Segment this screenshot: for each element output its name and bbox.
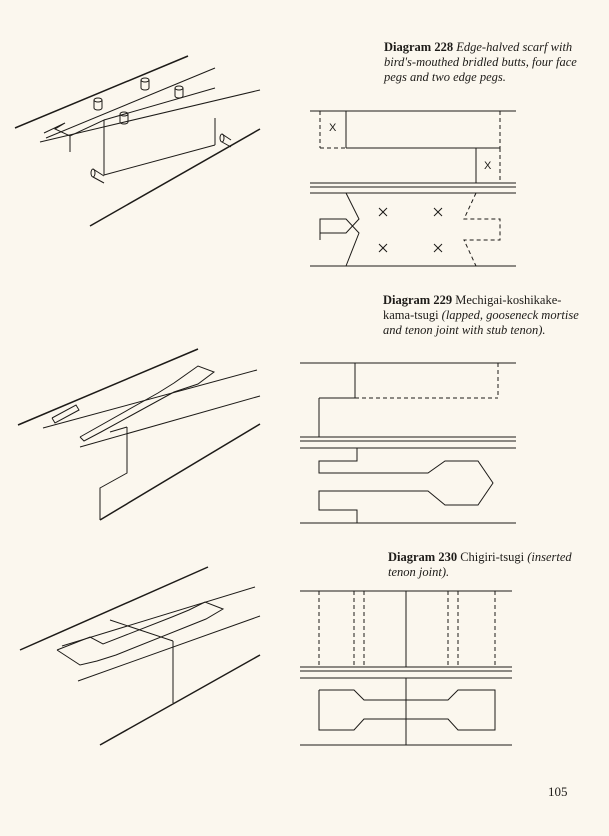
edge-peg xyxy=(219,133,232,148)
diagram-description: Edge-halved scarf with bird's-mouthed br… xyxy=(384,40,577,84)
edge-peg xyxy=(90,168,105,184)
peg-mark: X xyxy=(484,160,492,172)
diagram-number: Diagram 230 xyxy=(388,550,458,564)
peg-marks xyxy=(378,207,443,253)
diagram-228-isometric xyxy=(14,55,261,227)
diagram-230-isometric xyxy=(19,566,261,746)
caption-diagram-228: Diagram 228 Edge-halved scarf with bird'… xyxy=(384,40,584,85)
diagram-title: Chigiri-tsugi xyxy=(460,550,525,564)
face-peg xyxy=(140,77,150,91)
caption-diagram-229: Diagram 229 Mechigai-koshikake-kama-tsug… xyxy=(383,293,583,338)
diagram-title: Mechigai-koshikake-kama-tsugi xyxy=(383,293,562,322)
diagram-228-plan xyxy=(310,110,516,267)
diagram-230-plan xyxy=(300,590,512,746)
peg-mark: X xyxy=(329,122,337,134)
face-peg xyxy=(119,111,129,125)
diagram-number: Diagram 229 xyxy=(383,293,453,307)
diagram-229-isometric xyxy=(17,348,261,521)
diagram-number: Diagram 228 xyxy=(384,40,454,54)
page-number: 105 xyxy=(548,784,568,799)
face-peg xyxy=(93,97,103,111)
face-peg xyxy=(174,85,184,99)
caption-diagram-230: Diagram 230 Chigiri-tsugi (inserted teno… xyxy=(388,550,578,580)
diagram-229-plan xyxy=(300,362,516,524)
diagram-description: (lapped, gooseneck mortise and tenon joi… xyxy=(383,308,579,337)
diagram-description: (inserted tenon joint). xyxy=(388,550,572,579)
